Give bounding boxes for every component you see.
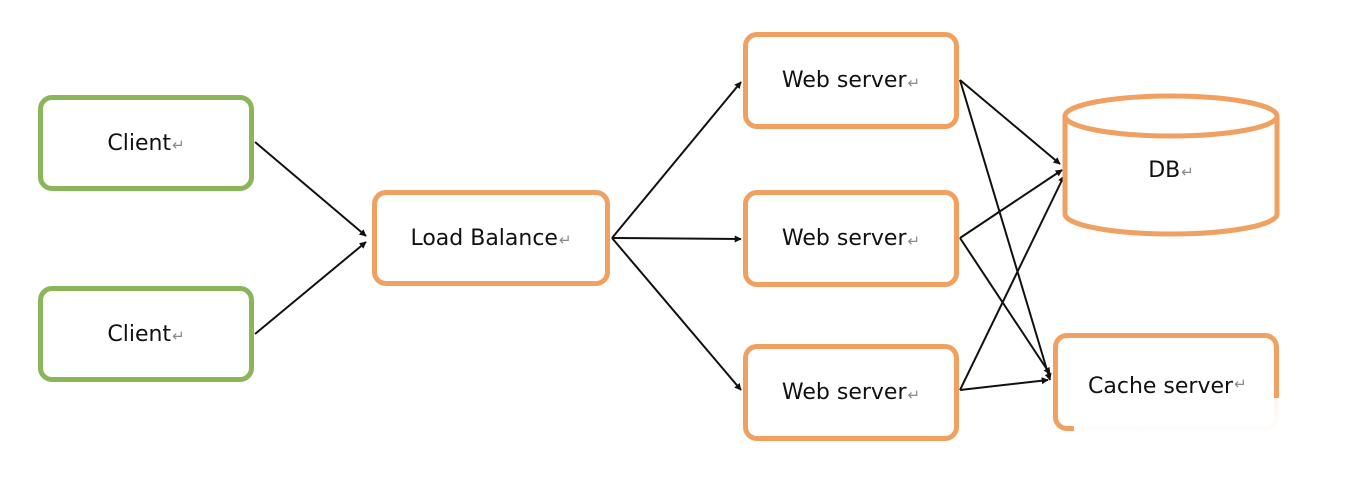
db-label: DB [1148, 157, 1181, 183]
db-node: DB↵ [1065, 152, 1277, 188]
client-label: Client [107, 321, 172, 347]
edge-load-balance-to-web-server-1 [611, 81, 742, 239]
web-server-node: Web server↵ [743, 32, 959, 129]
load-balance-label: Load Balance [410, 225, 558, 251]
paragraph-mark-icon: ↵ [1181, 163, 1194, 181]
edge-web-server-3-to-cache-server [959, 377, 1049, 391]
web-server-label: Web server [781, 68, 907, 93]
edge-web-server-2-to-db [959, 169, 1063, 239]
edge-web-server-2-to-cache-server [959, 237, 1051, 375]
web-server-label: Web server [781, 226, 907, 251]
edge-load-balance-to-web-server-2 [611, 235, 742, 243]
cache-server-label: Cache server [1088, 373, 1234, 399]
web-server-node: Web server↵ [743, 190, 959, 287]
client-node: Client↵ [38, 95, 254, 191]
paragraph-mark-icon: ↵ [907, 73, 921, 92]
edge-web-server-1-to-db [959, 79, 1061, 165]
edge-load-balance-to-web-server-3 [611, 237, 742, 391]
image-fade-overlay [1074, 398, 1314, 448]
client-label: Client [107, 130, 172, 156]
web-server-label: Web server [781, 380, 907, 405]
db-cylinder [1062, 93, 1280, 237]
edge-web-server-1-to-cache-server [959, 79, 1052, 381]
paragraph-mark-icon: ↵ [172, 136, 185, 154]
web-server-node: Web server↵ [743, 344, 959, 441]
edge-web-server-3-to-db [959, 175, 1065, 391]
paragraph-mark-icon: ↵ [172, 327, 185, 345]
paragraph-mark-icon: ↵ [558, 231, 572, 249]
client-node: Client↵ [38, 286, 254, 382]
edge-client-1-to-load-balance [254, 141, 367, 237]
paragraph-mark-icon: ↵ [1234, 375, 1247, 393]
paragraph-mark-icon: ↵ [907, 385, 921, 404]
edge-client-2-to-load-balance [254, 241, 367, 335]
paragraph-mark-icon: ↵ [907, 231, 921, 250]
load-balance-node: Load Balance↵ [372, 190, 610, 286]
